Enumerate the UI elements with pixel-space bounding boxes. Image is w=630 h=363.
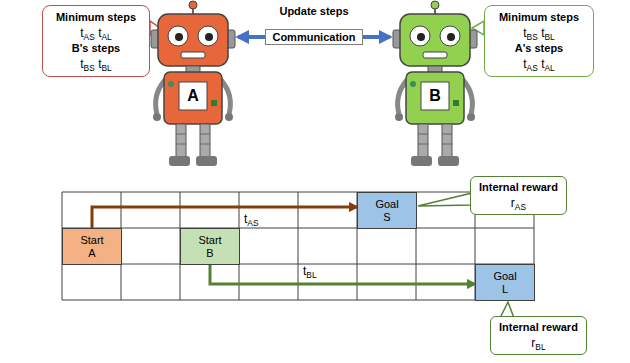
subscript: AS xyxy=(84,32,95,42)
reward-callout: Internal rewardrAS xyxy=(470,176,567,215)
node-text: tBS tBL xyxy=(495,25,583,41)
connector xyxy=(92,207,357,228)
node-text: Internal reward xyxy=(499,320,578,335)
reward-callout: Internal rewardrBL xyxy=(490,316,587,355)
robot: A xyxy=(148,0,238,180)
speech-bubble: Minimum stepstBS tBLA's stepstAS tAL xyxy=(484,5,594,77)
node-text: B xyxy=(421,82,449,110)
node-text: B's steps xyxy=(53,41,139,56)
node-text: A's steps xyxy=(495,41,583,56)
grid-cell: Goal S xyxy=(357,192,417,229)
node-text: tAS tAL xyxy=(495,56,583,72)
subscript: BS xyxy=(84,63,95,73)
node-text: rBL xyxy=(499,335,578,351)
node-text: Internal reward xyxy=(479,180,558,195)
subscript: BL xyxy=(535,342,545,352)
grid-cell: Start A xyxy=(62,228,122,265)
grid-lines xyxy=(62,192,534,300)
subscript: AL xyxy=(101,32,111,42)
node-text: Start B xyxy=(198,234,221,259)
subscript: BL xyxy=(306,270,316,280)
grid-cell: Start B xyxy=(180,228,240,265)
robot: B xyxy=(390,0,480,180)
edge-label: Communication xyxy=(265,29,362,45)
node-text: Goal L xyxy=(493,270,516,295)
subscript: AS xyxy=(247,218,258,228)
caption-text: Update steps xyxy=(279,4,348,19)
speech-bubble: Minimum stepstAS tALB's stepstBS tBL xyxy=(42,5,150,77)
subscript: AS xyxy=(527,63,538,73)
node-text: Minimum steps xyxy=(495,10,583,25)
node-text: A xyxy=(179,82,207,110)
node-text: Start A xyxy=(80,234,103,259)
step-label: tBL xyxy=(303,263,317,279)
subscript: AL xyxy=(544,63,554,73)
grid-cell: Goal L xyxy=(475,264,535,301)
node-text: tAS tAL xyxy=(53,25,139,41)
node-text: Goal S xyxy=(375,198,398,223)
node-text: Minimum steps xyxy=(53,10,139,25)
node-text: rAS xyxy=(479,195,558,211)
subscript: AS xyxy=(515,202,526,212)
subscript: BL xyxy=(544,32,554,42)
subscript: BL xyxy=(101,63,111,73)
step-label: tAS xyxy=(244,211,259,227)
connector xyxy=(210,265,475,284)
node-text: tBS tBL xyxy=(53,56,139,72)
callout-tail xyxy=(418,193,472,206)
subscript: BS xyxy=(527,32,538,42)
